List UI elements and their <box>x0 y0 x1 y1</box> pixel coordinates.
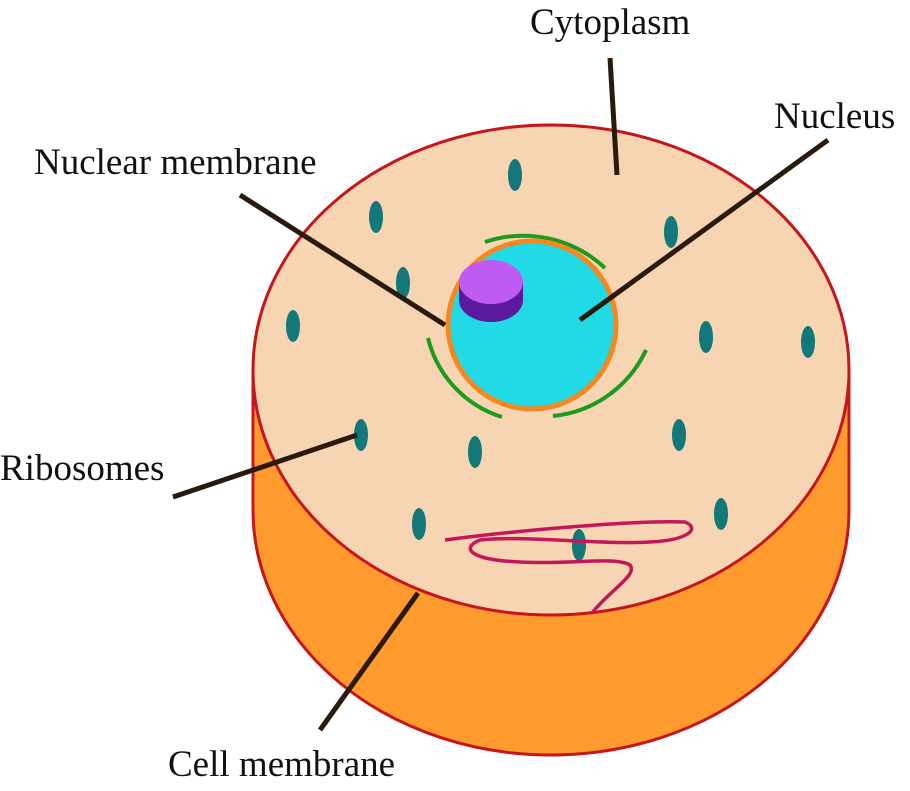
label-nucleus: Nucleus <box>774 96 895 137</box>
ribosome <box>672 419 686 451</box>
ribosome <box>801 326 815 358</box>
label-nuclear-membrane: Nuclear membrane <box>34 142 317 183</box>
ribosome <box>468 436 482 468</box>
ribosome <box>412 508 426 540</box>
pointer-lines <box>172 57 830 732</box>
ribosomes-group <box>286 159 815 561</box>
label-cell-membrane: Cell membrane <box>168 744 395 785</box>
ribosome <box>508 159 522 191</box>
ribosome <box>286 310 300 342</box>
ribosome <box>714 498 728 530</box>
ribosome <box>699 321 713 353</box>
ribosome <box>572 529 586 561</box>
ribosome <box>369 201 383 233</box>
label-cytoplasm: Cytoplasm <box>530 2 691 43</box>
ribosome <box>396 267 410 299</box>
nuclear-membrane <box>426 233 648 419</box>
label-ribosomes: Ribosomes <box>0 448 164 489</box>
nucleolus <box>459 260 523 322</box>
endoplasmic-reticulum <box>444 520 694 615</box>
ribosome <box>354 419 368 451</box>
ribosome <box>664 216 678 248</box>
